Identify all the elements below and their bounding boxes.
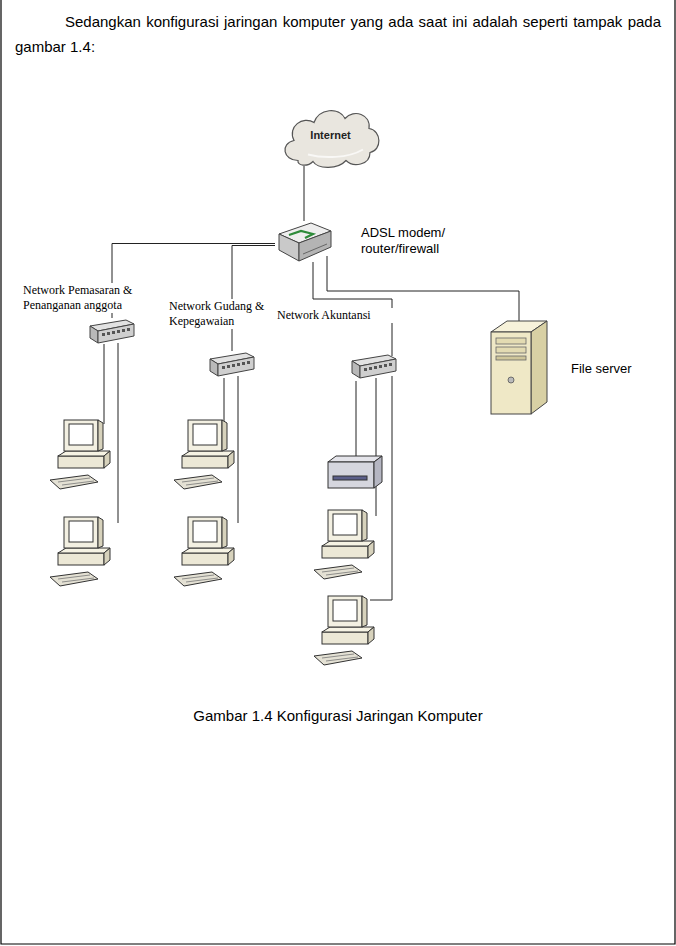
file-server-icon [487,318,551,416]
router-device-icon [275,221,333,266]
figure-caption: Gambar 1.4 Konfigurasi Jaringan Komputer [0,707,676,724]
device-label: ADSL modem/ router/firewall [360,225,466,258]
network-switch: Network Pemasaran & Penanganan anggota [88,318,136,346]
network-switch-icon [208,351,256,379]
network-switch: Network Akuntansi [350,353,398,381]
internet-cloud: Internet [278,104,383,170]
router-device: ADSL modem/ router/firewall [275,221,333,266]
device-label: Network Akuntansi [276,308,408,323]
intro-paragraph: Sedangkan konfigurasi jaringan komputer … [15,9,661,59]
network-switch-icon [88,318,136,346]
network-link [304,166,305,221]
device-label: File server [570,361,652,377]
network-switch-icon [350,353,398,381]
cloud-label: Internet [278,129,383,141]
file-server: File server [487,318,551,416]
device-label: Network Pemasaran & Penanganan anggota [22,283,152,313]
network-switch: Network Gudang & Kepegawaian [208,351,256,379]
